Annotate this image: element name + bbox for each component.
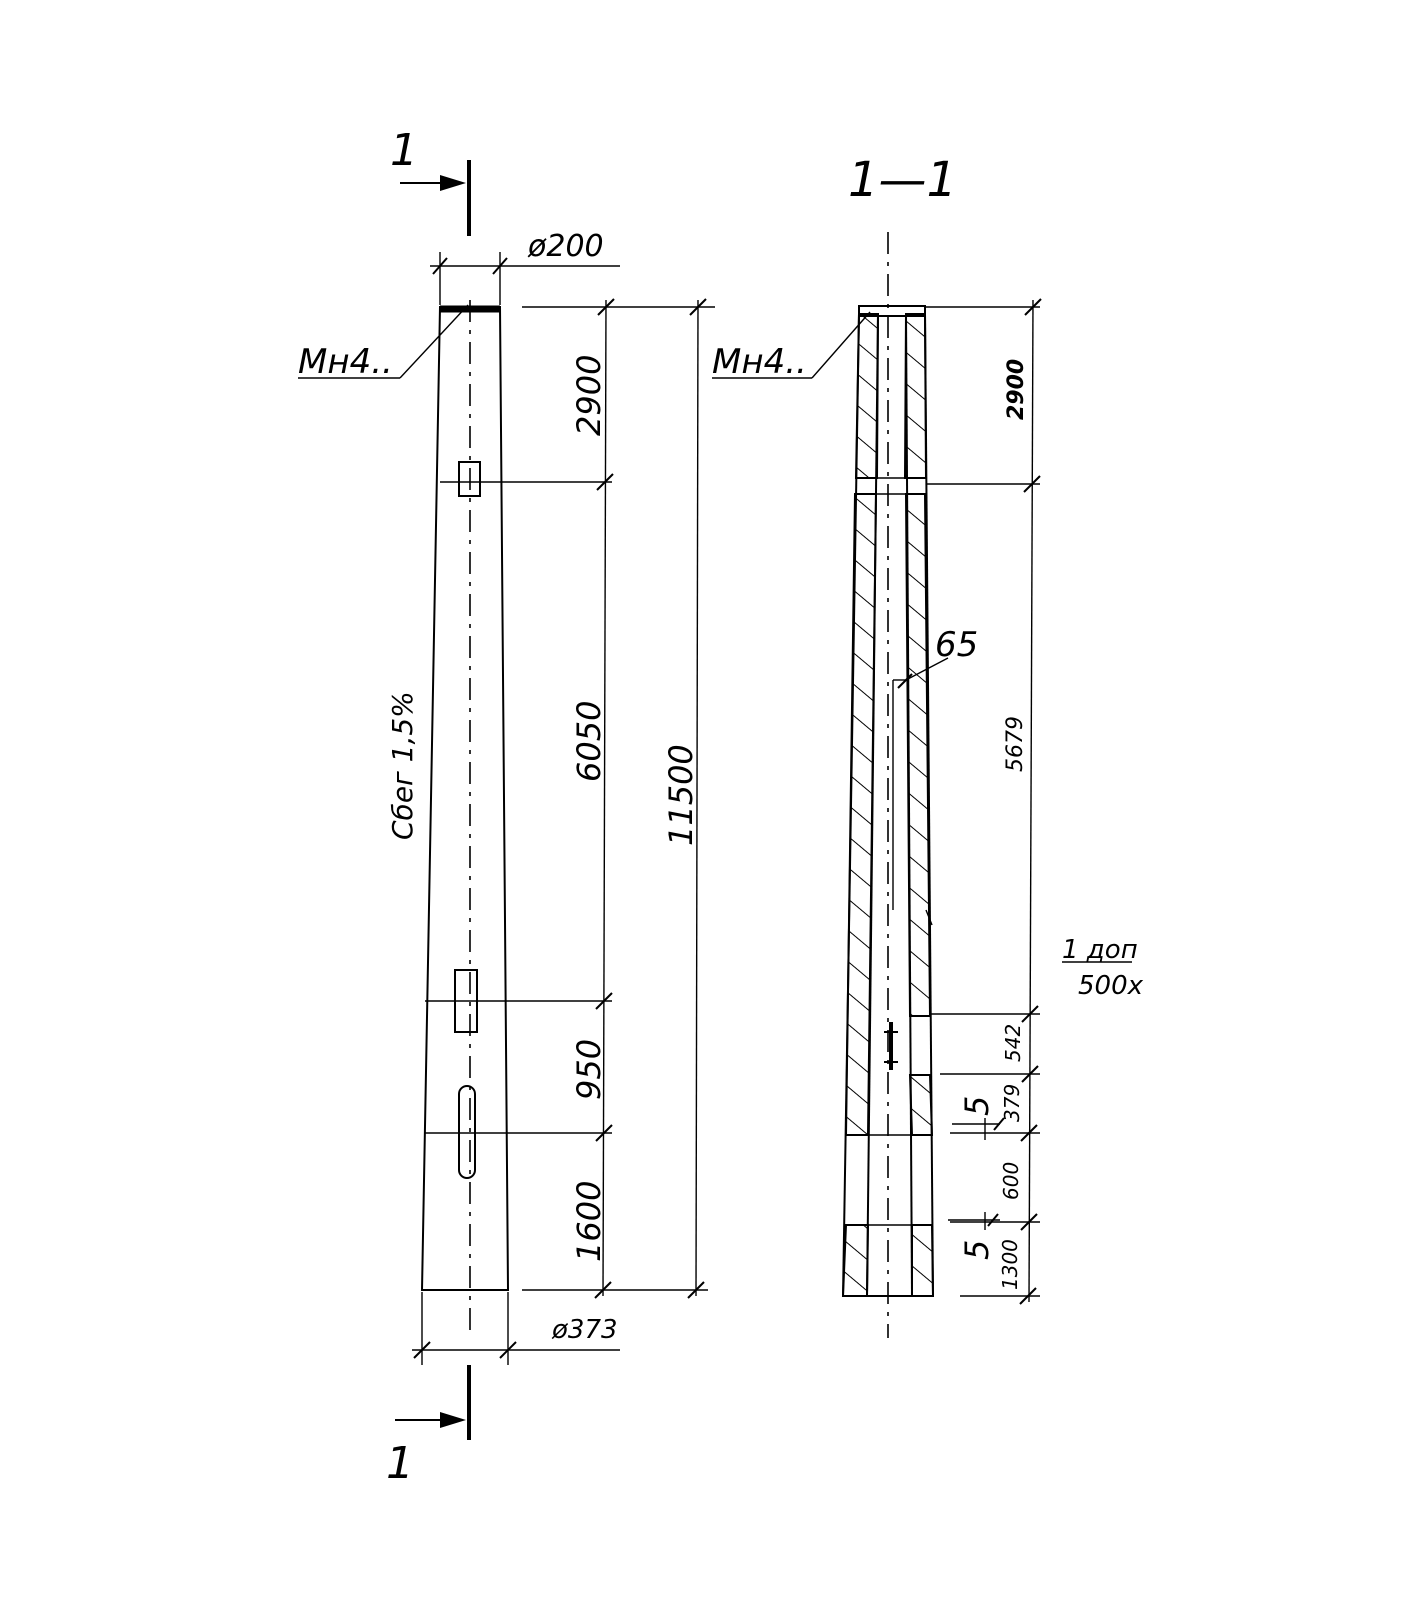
elevation-dim-2900: 2900 (570, 355, 608, 436)
pole-outline (420, 300, 510, 1330)
elevation-dim-6050: 6050 (570, 701, 608, 782)
taper-label: Сбег 1,5% (386, 691, 419, 840)
section-title: 1—1 (848, 152, 957, 208)
side-note-line-2: 500х (1078, 971, 1144, 1001)
section-view: 1—1 (712, 152, 1144, 1338)
section-leader: Мн4.. (712, 311, 871, 382)
section-cut-bottom: 1 (386, 1365, 471, 1489)
small-5-upper: 5 (958, 1096, 996, 1116)
elevation-view: 1 ø200 Мн4.. Сбег 1,5% (298, 125, 715, 1489)
small-dimension-upper: 5 (952, 1096, 1005, 1131)
top-diameter-dimension: ø200 (430, 229, 620, 305)
upper-opening (458, 461, 481, 497)
elevation-dim-1600: 1600 (570, 1181, 608, 1262)
bottom-diameter-dimension: ø373 (412, 1292, 620, 1365)
section-leader-label: Мн4.. (712, 342, 807, 382)
elevation-dim-total: 11500 (662, 744, 700, 846)
section-mark-bottom: 1 (386, 1438, 414, 1489)
elevation-dim-950: 950 (570, 1039, 608, 1100)
section-dim-379: 379 (1000, 1084, 1024, 1122)
small-dimension-lower: 5 (948, 1213, 1000, 1260)
section-mark-top: 1 (390, 125, 418, 176)
lower-slot (458, 1085, 476, 1179)
section-extension-lines (926, 306, 1040, 1297)
side-note: 1 доп 500х (1062, 935, 1144, 1001)
section-dim-1300: 1300 (998, 1239, 1022, 1290)
side-note-line-1: 1 доп (1062, 935, 1138, 965)
section-dim-2900: 2900 (1004, 359, 1029, 420)
elevation-dim-ticks (594, 298, 615, 1299)
elevation-leader-label: Мн4.. (298, 342, 393, 382)
wall-thickness-label: 65 (935, 625, 978, 665)
section-dim-5679: 5679 (1003, 716, 1028, 772)
small-5-lower: 5 (958, 1240, 996, 1260)
elevation-leader: Мн4.. (298, 304, 469, 382)
elevation-extension-lines (425, 306, 715, 1291)
section-dim-ticks (1019, 298, 1042, 1305)
wall-thickness-callout: 65 (897, 625, 978, 689)
top-diameter-label: ø200 (527, 229, 604, 264)
section-dim-600: 600 (999, 1162, 1023, 1200)
section-dim-542: 542 (1001, 1024, 1025, 1062)
section-cut-top: 1 (390, 125, 471, 236)
bottom-diameter-label: ø373 (551, 1315, 618, 1345)
